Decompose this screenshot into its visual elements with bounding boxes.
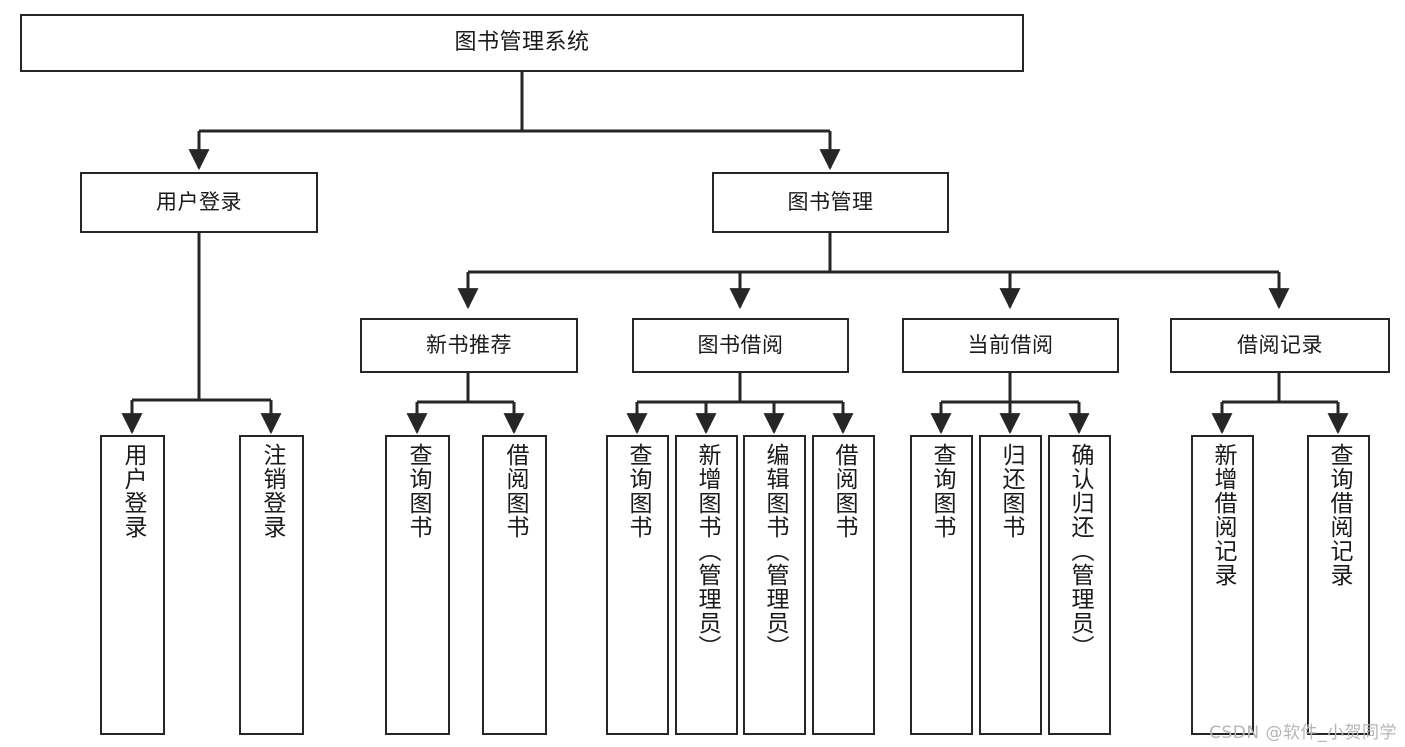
leaf-new-book-query-label: 查询图书 — [405, 443, 431, 539]
node-root-system[interactable]: 图书管理系统 — [20, 14, 1024, 72]
leaf-book-borrow-borrow[interactable]: 借阅图书 — [812, 435, 875, 735]
leaf-user-login-login-label: 用户登录 — [120, 443, 146, 539]
node-user-login-label: 用户登录 — [156, 189, 242, 214]
leaf-current-borrow-return-label: 归还图书 — [998, 443, 1024, 539]
csdn-watermark: CSDN @软件_小贺同学 — [1209, 723, 1397, 743]
node-current-borrow-label: 当前借阅 — [967, 332, 1054, 357]
leaf-current-borrow-return[interactable]: 归还图书 — [979, 435, 1042, 735]
node-book-management-label: 图书管理 — [787, 189, 874, 214]
leaf-book-borrow-query-label: 查询图书 — [625, 443, 651, 539]
node-book-borrow[interactable]: 图书借阅 — [632, 318, 849, 373]
node-root-system-label: 图书管理系统 — [454, 29, 590, 55]
leaf-new-book-query[interactable]: 查询图书 — [385, 435, 450, 735]
leaf-book-borrow-edit[interactable]: 编辑图书（管理员） — [743, 435, 806, 735]
leaf-book-borrow-query[interactable]: 查询图书 — [606, 435, 669, 735]
node-borrow-record[interactable]: 借阅记录 — [1170, 318, 1390, 373]
leaf-current-borrow-confirm[interactable]: 确认归还（管理员） — [1048, 435, 1111, 735]
leaf-user-login-logout[interactable]: 注销登录 — [239, 435, 304, 735]
leaf-borrow-record-add-label: 新增借阅记录 — [1210, 443, 1236, 587]
leaf-book-borrow-borrow-label: 借阅图书 — [831, 443, 857, 539]
leaf-new-book-borrow-label: 借阅图书 — [502, 443, 528, 539]
node-user-login[interactable]: 用户登录 — [80, 172, 318, 233]
leaf-user-login-logout-label: 注销登录 — [259, 443, 285, 539]
node-new-book-recommend[interactable]: 新书推荐 — [360, 318, 578, 373]
node-book-borrow-label: 图书借阅 — [697, 332, 784, 357]
leaf-borrow-record-query-label: 查询借阅记录 — [1326, 443, 1352, 587]
leaf-book-borrow-add[interactable]: 新增图书（管理员） — [675, 435, 738, 735]
leaf-user-login-login[interactable]: 用户登录 — [100, 435, 165, 735]
leaf-current-borrow-confirm-label: 确认归还（管理员） — [1067, 443, 1093, 659]
node-borrow-record-label: 借阅记录 — [1237, 332, 1323, 357]
leaf-borrow-record-query[interactable]: 查询借阅记录 — [1307, 435, 1370, 735]
leaf-current-borrow-query-label: 查询图书 — [929, 443, 955, 539]
node-book-management[interactable]: 图书管理 — [712, 172, 949, 233]
leaf-book-borrow-edit-label: 编辑图书（管理员） — [762, 443, 788, 659]
node-new-book-recommend-label: 新书推荐 — [426, 332, 512, 357]
leaf-book-borrow-add-label: 新增图书（管理员） — [694, 443, 720, 659]
leaf-current-borrow-query[interactable]: 查询图书 — [910, 435, 973, 735]
leaf-new-book-borrow[interactable]: 借阅图书 — [482, 435, 547, 735]
node-current-borrow[interactable]: 当前借阅 — [902, 318, 1119, 373]
leaf-borrow-record-add[interactable]: 新增借阅记录 — [1191, 435, 1254, 735]
